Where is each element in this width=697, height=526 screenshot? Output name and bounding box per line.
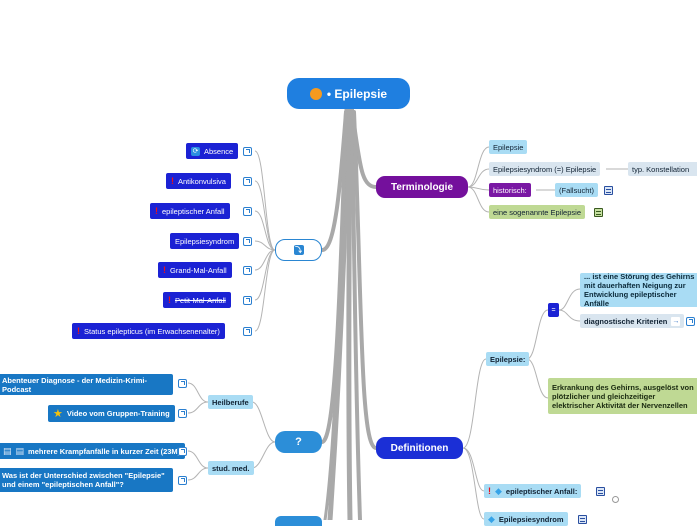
external-link-icon[interactable] (178, 409, 187, 418)
def-erkrankung[interactable]: Erkrankung des Gehirns, ausgelöst von pl… (548, 378, 697, 414)
exclamation-icon: ! (168, 295, 171, 305)
q-krampf-label: mehrere Krampfanfälle in kurzer Zeit (23… (28, 446, 181, 456)
external-link-icon[interactable] (178, 379, 187, 388)
left-item-label: epileptischer Anfall (162, 206, 225, 216)
q-video[interactable]: ★ Video vom Gruppen-Training (48, 405, 175, 422)
left-item-label: Status epilepticus (im Erwachsenenalter) (84, 326, 220, 336)
left-item-label: Absence (204, 146, 234, 156)
q-unterschied-label: Was ist der Unterschied zwischen "Epilep… (2, 471, 165, 489)
document-icon: ▤ (15, 445, 25, 456)
term-epilepsiesyndrom[interactable]: Epilepsiesyndrom (=) Epilepsie (489, 162, 601, 176)
related-terms-node[interactable]: ⤵ (275, 239, 322, 261)
external-link-icon[interactable] (243, 207, 252, 216)
q-podcast[interactable]: Abenteuer Diagnose - der Medizin-Krimi-P… (0, 374, 173, 395)
external-link-icon[interactable] (243, 177, 252, 186)
left-item-petit-mal[interactable]: ! Petit-Mal-Anfall (163, 292, 231, 308)
external-link-icon[interactable] (178, 447, 187, 456)
star-icon: ★ (53, 408, 63, 420)
term-historisch[interactable]: historisch: (489, 183, 531, 197)
definitionen-label: Definitionen (390, 442, 449, 454)
link-arrow-icon: ⤵ (293, 245, 304, 255)
exclamation-icon: ! (171, 176, 174, 186)
def-kriterien[interactable]: diagnostische Kriterien → (580, 314, 685, 328)
def-epilepsiesyndrom[interactable]: ◆ Epilepsiesyndrom (484, 512, 568, 526)
external-link-icon[interactable] (178, 476, 187, 485)
external-link-icon[interactable] (243, 296, 252, 305)
term-epilepsie[interactable]: Epilepsie (489, 140, 528, 154)
term-historisch-label: historisch: (493, 185, 527, 195)
left-item-epilepsiesyndrom[interactable]: Epilepsiesyndrom (170, 233, 240, 249)
root-node[interactable]: • Epilepsie (287, 78, 410, 109)
left-item-grand-mal[interactable]: ! Grand-Mal-Anfall (158, 262, 232, 278)
def-epilepsie-label-node[interactable]: Epilepsie: (486, 352, 530, 366)
term-sogenannte-label: eine sogenannte Epilepsie (493, 207, 581, 217)
def-stoerung[interactable]: ... ist eine Störung des Gehirns mit dau… (580, 272, 697, 308)
exclamation-icon: ! (155, 206, 158, 216)
refresh-icon: ⟳ (191, 146, 200, 156)
external-link-icon[interactable] (243, 237, 252, 246)
left-item-label: Grand-Mal-Anfall (170, 265, 227, 275)
def-epilepsie-text: Epilepsie: (490, 354, 526, 364)
term-konstellation-label: typ. Konstellation (632, 164, 690, 174)
q-unterschied[interactable]: Was ist der Unterschied zwischen "Epilep… (0, 468, 173, 492)
q-heilberufe-label: Heilberufe (212, 397, 249, 407)
notes-icon[interactable] (604, 186, 613, 195)
left-item-antikonvulsiva[interactable]: ! Antikonvulsiva (166, 173, 231, 189)
external-link-icon[interactable] (243, 327, 252, 336)
term-fallsucht-label: (Fallsucht) (559, 185, 595, 195)
term-epilepsiesyndrom-label: Epilepsiesyndrom (=) Epilepsie (493, 164, 597, 174)
external-link-icon[interactable] (243, 266, 252, 275)
external-link-icon[interactable] (243, 147, 252, 156)
q-podcast-label: Abenteuer Diagnose - der Medizin-Krimi-P… (2, 375, 148, 394)
exclamation-icon: ! (163, 265, 166, 275)
left-item-label: Antikonvulsiva (178, 176, 226, 186)
left-item-label: Petit-Mal-Anfall (175, 295, 226, 305)
notes-icon[interactable] (596, 487, 605, 496)
exclamation-icon: ! (488, 486, 491, 496)
def-kriterien-label: diagnostische Kriterien (584, 316, 668, 326)
link-arrow-icon: → (671, 316, 681, 326)
def-anfall-label: epileptischer Anfall: (505, 486, 578, 496)
def-anfall[interactable]: ! ◆ epileptischer Anfall: (484, 484, 582, 498)
def-stoerung-label: ... ist eine Störung des Gehirns mit dau… (584, 272, 695, 308)
terminologie-label: Terminologie (390, 181, 454, 193)
def-erkrankung-label: Erkrankung des Gehirns, ausgelöst von pl… (552, 382, 694, 410)
term-konstellation[interactable]: typ. Konstellation (628, 162, 697, 176)
left-item-absence[interactable]: ⟳ Absence (186, 143, 239, 159)
document-icon: ▤ (3, 445, 12, 456)
external-link-icon[interactable] (686, 317, 695, 326)
question-node[interactable]: ? (275, 431, 322, 453)
term-fallsucht[interactable]: (Fallsucht) (555, 183, 599, 197)
partial-node-bottom[interactable] (275, 516, 322, 526)
diamond-icon: ◆ (488, 513, 495, 524)
orange-circle-icon (309, 87, 322, 100)
term-sogenannte[interactable]: eine sogenannte Epilepsie (489, 205, 585, 219)
left-item-status-epilepticus[interactable]: ! Status epilepticus (im Erwachsenenalte… (72, 323, 225, 339)
left-item-label: Epilepsiesyndrom (175, 236, 235, 246)
equals-node[interactable]: = (548, 303, 559, 317)
question-label: ? (295, 436, 302, 448)
root-label: • Epilepsie (326, 86, 388, 101)
exclamation-icon: ! (77, 326, 80, 336)
equals-label: = (551, 306, 556, 314)
q-krampf[interactable]: ▤ ▤ mehrere Krampfanfälle in kurzer Zeit… (0, 443, 186, 459)
idea-icon (612, 496, 619, 503)
q-stud-med[interactable]: stud. med. (208, 461, 254, 475)
q-heilberufe[interactable]: Heilberufe (208, 395, 253, 409)
q-stud-med-label: stud. med. (212, 463, 250, 473)
term-epilepsie-label: Epilepsie (493, 142, 524, 152)
def-epilepsiesyndrom-label: Epilepsiesyndrom (498, 514, 564, 524)
terminologie-node[interactable]: Terminologie (376, 176, 468, 198)
left-item-epileptischer-anfall[interactable]: ! epileptischer Anfall (150, 203, 230, 219)
notes-icon[interactable] (594, 208, 603, 217)
q-video-label: Video vom Gruppen-Training (66, 409, 170, 418)
diamond-icon: ◆ (495, 485, 502, 496)
definitionen-node[interactable]: Definitionen (376, 437, 463, 459)
